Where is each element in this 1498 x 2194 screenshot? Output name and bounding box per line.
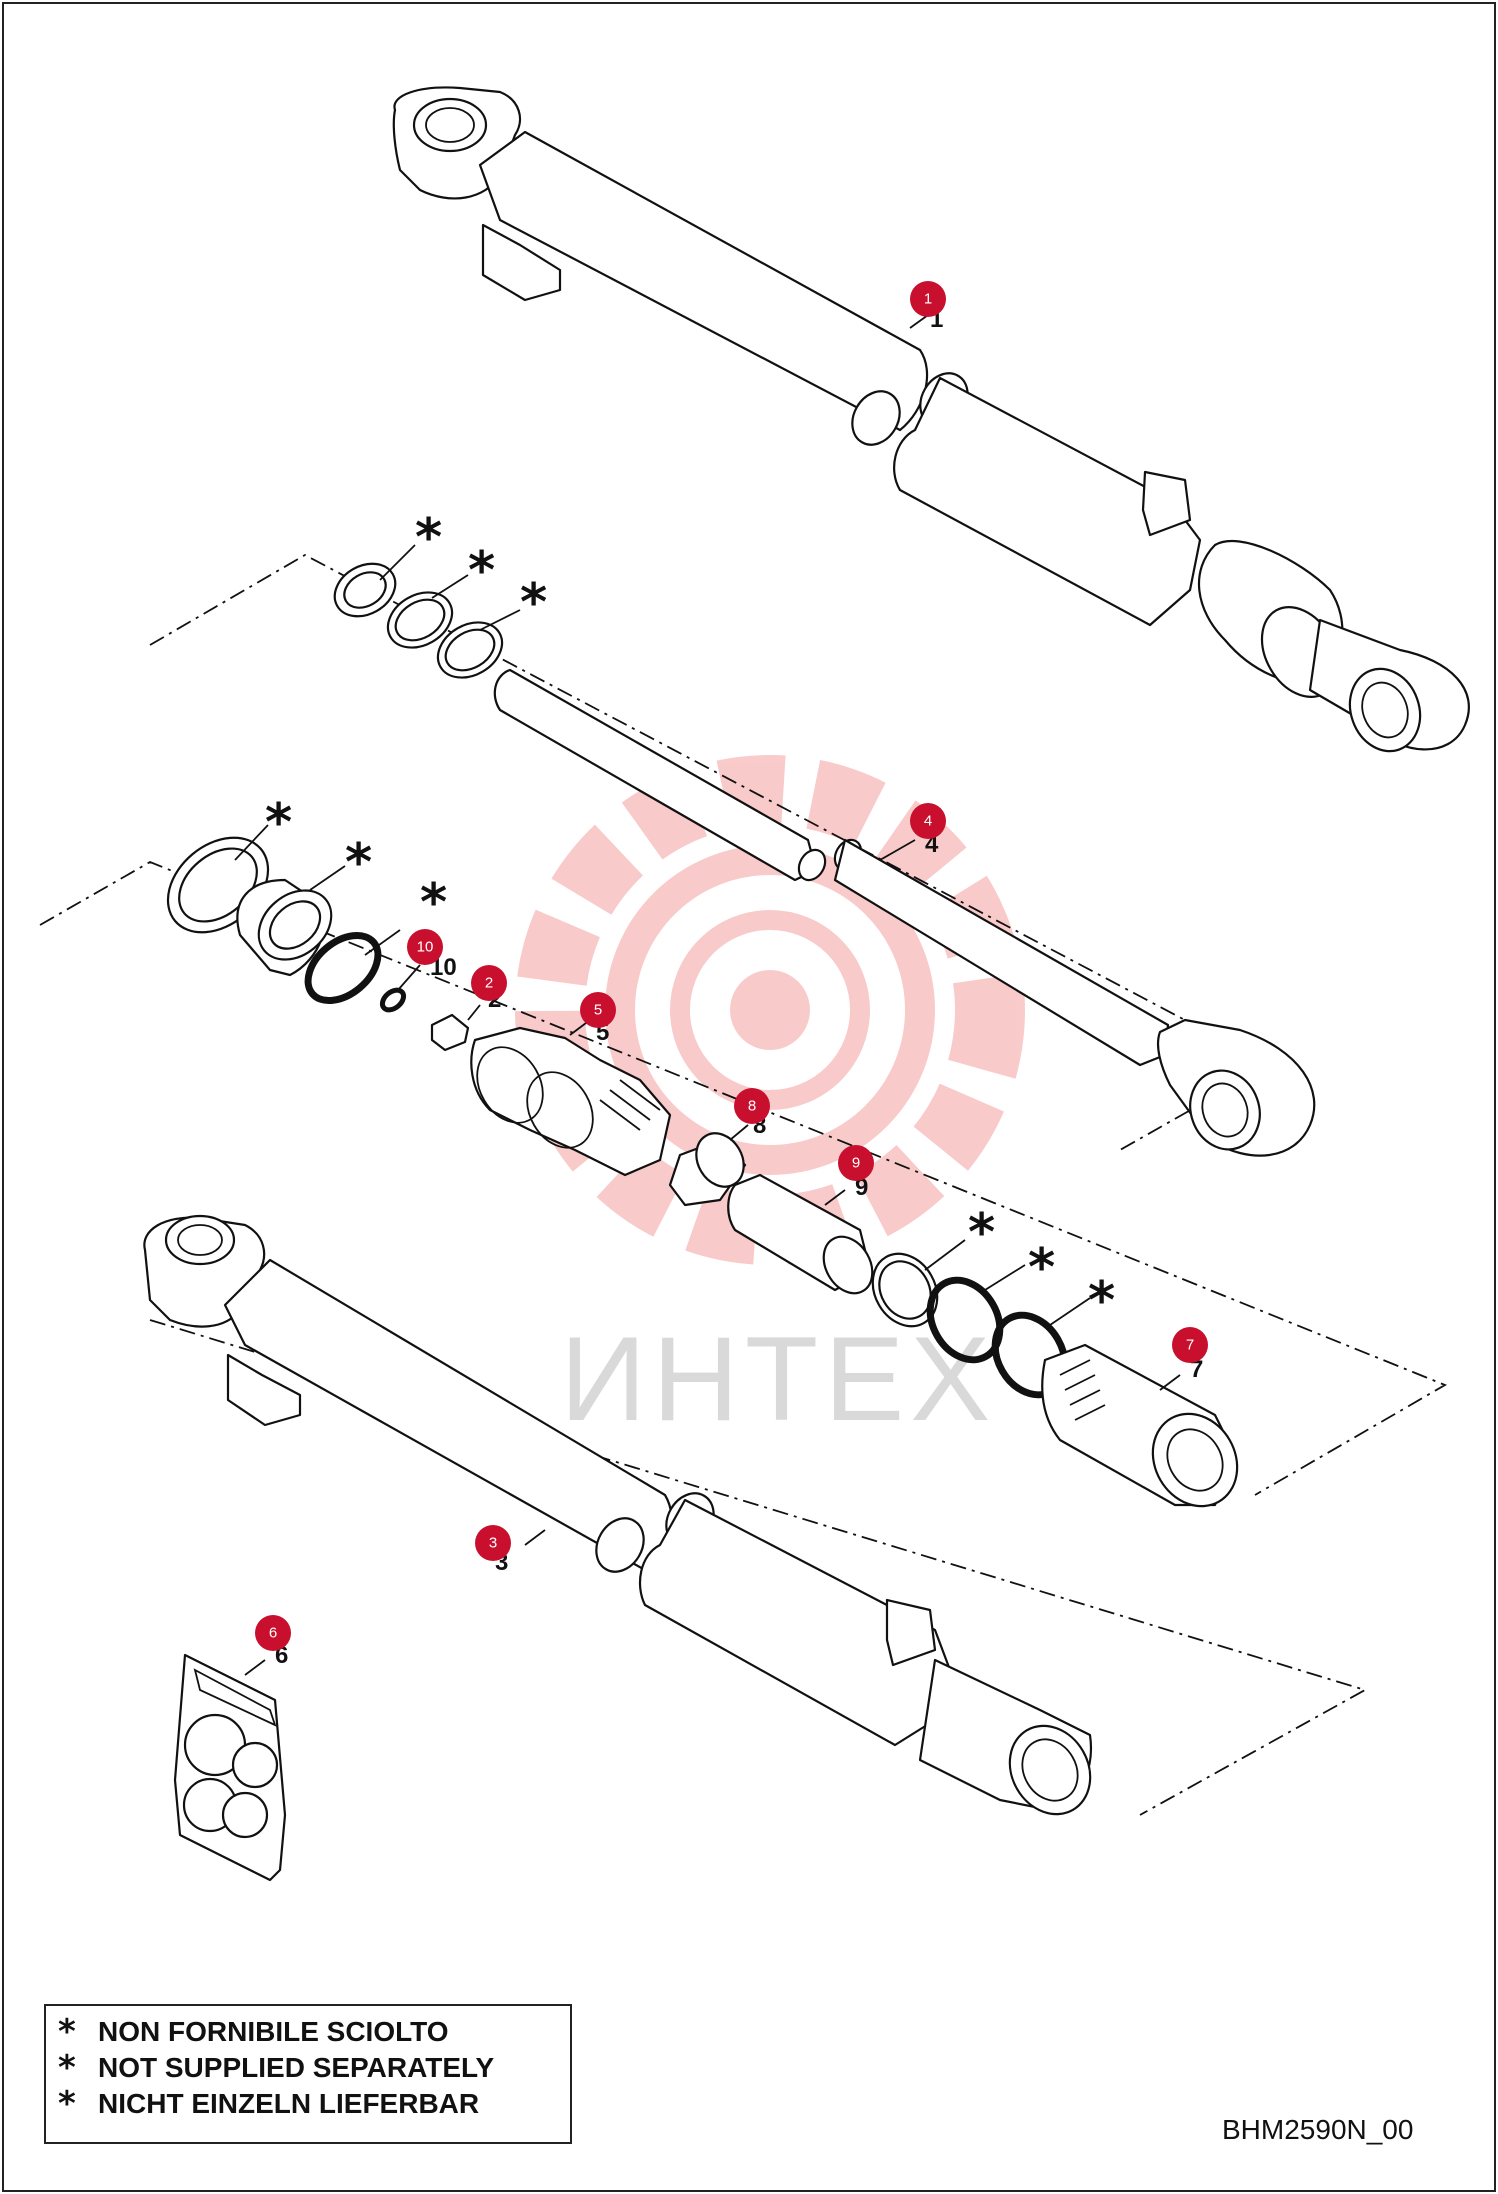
- callout-8[interactable]: 8: [734, 1088, 770, 1124]
- callout-3[interactable]: 3: [475, 1525, 511, 1561]
- upper-seals: [333, 562, 504, 679]
- assembly-line-upper: [149, 553, 1272, 1151]
- star-symbol: *: [520, 573, 547, 633]
- callout-9[interactable]: 9: [838, 1145, 874, 1181]
- legend-row: * NOT SUPPLIED SEPARATELY: [58, 2050, 558, 2086]
- svg-text:8: 8: [748, 1098, 756, 1115]
- seal-kit-bag: [173, 1653, 287, 1882]
- leader-lines: [234, 309, 1181, 1676]
- part-number-7: 7: [1190, 1356, 1203, 1383]
- star-symbol: *: [415, 508, 442, 568]
- svg-text:10: 10: [417, 939, 434, 956]
- gland: [1041, 1343, 1239, 1508]
- middle-seals-left: [166, 836, 470, 1052]
- callout-6[interactable]: 6: [255, 1615, 291, 1651]
- svg-text:2: 2: [485, 975, 493, 992]
- star-symbol: *: [468, 541, 495, 601]
- svg-text:4: 4: [924, 813, 932, 830]
- star-symbol: *: [420, 873, 447, 933]
- asterisk-icon: *: [58, 2084, 76, 2124]
- svg-text:7: 7: [1186, 1337, 1194, 1354]
- cylinder-barrel-lower: [143, 1214, 1092, 1816]
- piston: [470, 1026, 672, 1177]
- watermark-text: ИНТЕХ: [560, 1312, 996, 1446]
- legend-text-de: NICHT EINZELN LIEFERBAR: [98, 2088, 480, 2119]
- svg-text:3: 3: [489, 1535, 497, 1552]
- spacer-tube: [727, 1173, 874, 1295]
- assembly-line-middle: [39, 861, 1448, 1496]
- star-symbol: *: [968, 1203, 995, 1263]
- callout-10[interactable]: 10: [407, 929, 443, 965]
- assembly-line-lower: [149, 1319, 1368, 1816]
- svg-text:6: 6: [269, 1625, 277, 1642]
- not-supplied-stars: * * * * * * * * *: [265, 508, 1115, 1331]
- legend-text-en: NOT SUPPLIED SEPARATELY: [98, 2052, 495, 2083]
- bushing: [668, 1132, 747, 1207]
- star-symbol: *: [1088, 1271, 1115, 1331]
- middle-seals-right: [871, 1252, 1069, 1399]
- callout-2[interactable]: 2: [471, 965, 507, 1001]
- callout-7[interactable]: 7: [1172, 1327, 1208, 1363]
- asterisk-icon: *: [58, 2012, 76, 2052]
- cylinder-barrel-top: [392, 86, 1470, 753]
- callout-1[interactable]: 1: [910, 281, 946, 317]
- legend-row: * NICHT EINZELN LIEFERBAR: [58, 2086, 558, 2122]
- svg-text:1: 1: [924, 291, 932, 308]
- star-symbol: *: [345, 833, 372, 893]
- legend-row: * NON FORNIBILE SCIOLTO: [58, 2014, 558, 2050]
- callout-5[interactable]: 5: [580, 992, 616, 1028]
- legend-box: * NON FORNIBILE SCIOLTO * NOT SUPPLIED S…: [44, 2004, 572, 2144]
- legend-text-it: NON FORNIBILE SCIOLTO: [98, 2016, 449, 2047]
- svg-text:5: 5: [594, 1002, 602, 1019]
- piston-rod: [493, 668, 1316, 1157]
- callout-4[interactable]: 4: [910, 803, 946, 839]
- star-symbol: *: [265, 793, 292, 853]
- svg-text:9: 9: [852, 1155, 860, 1172]
- star-symbol: *: [1028, 1238, 1055, 1298]
- asterisk-icon: *: [58, 2048, 76, 2088]
- drawing-code: BHM2590N_00: [1222, 2114, 1414, 2145]
